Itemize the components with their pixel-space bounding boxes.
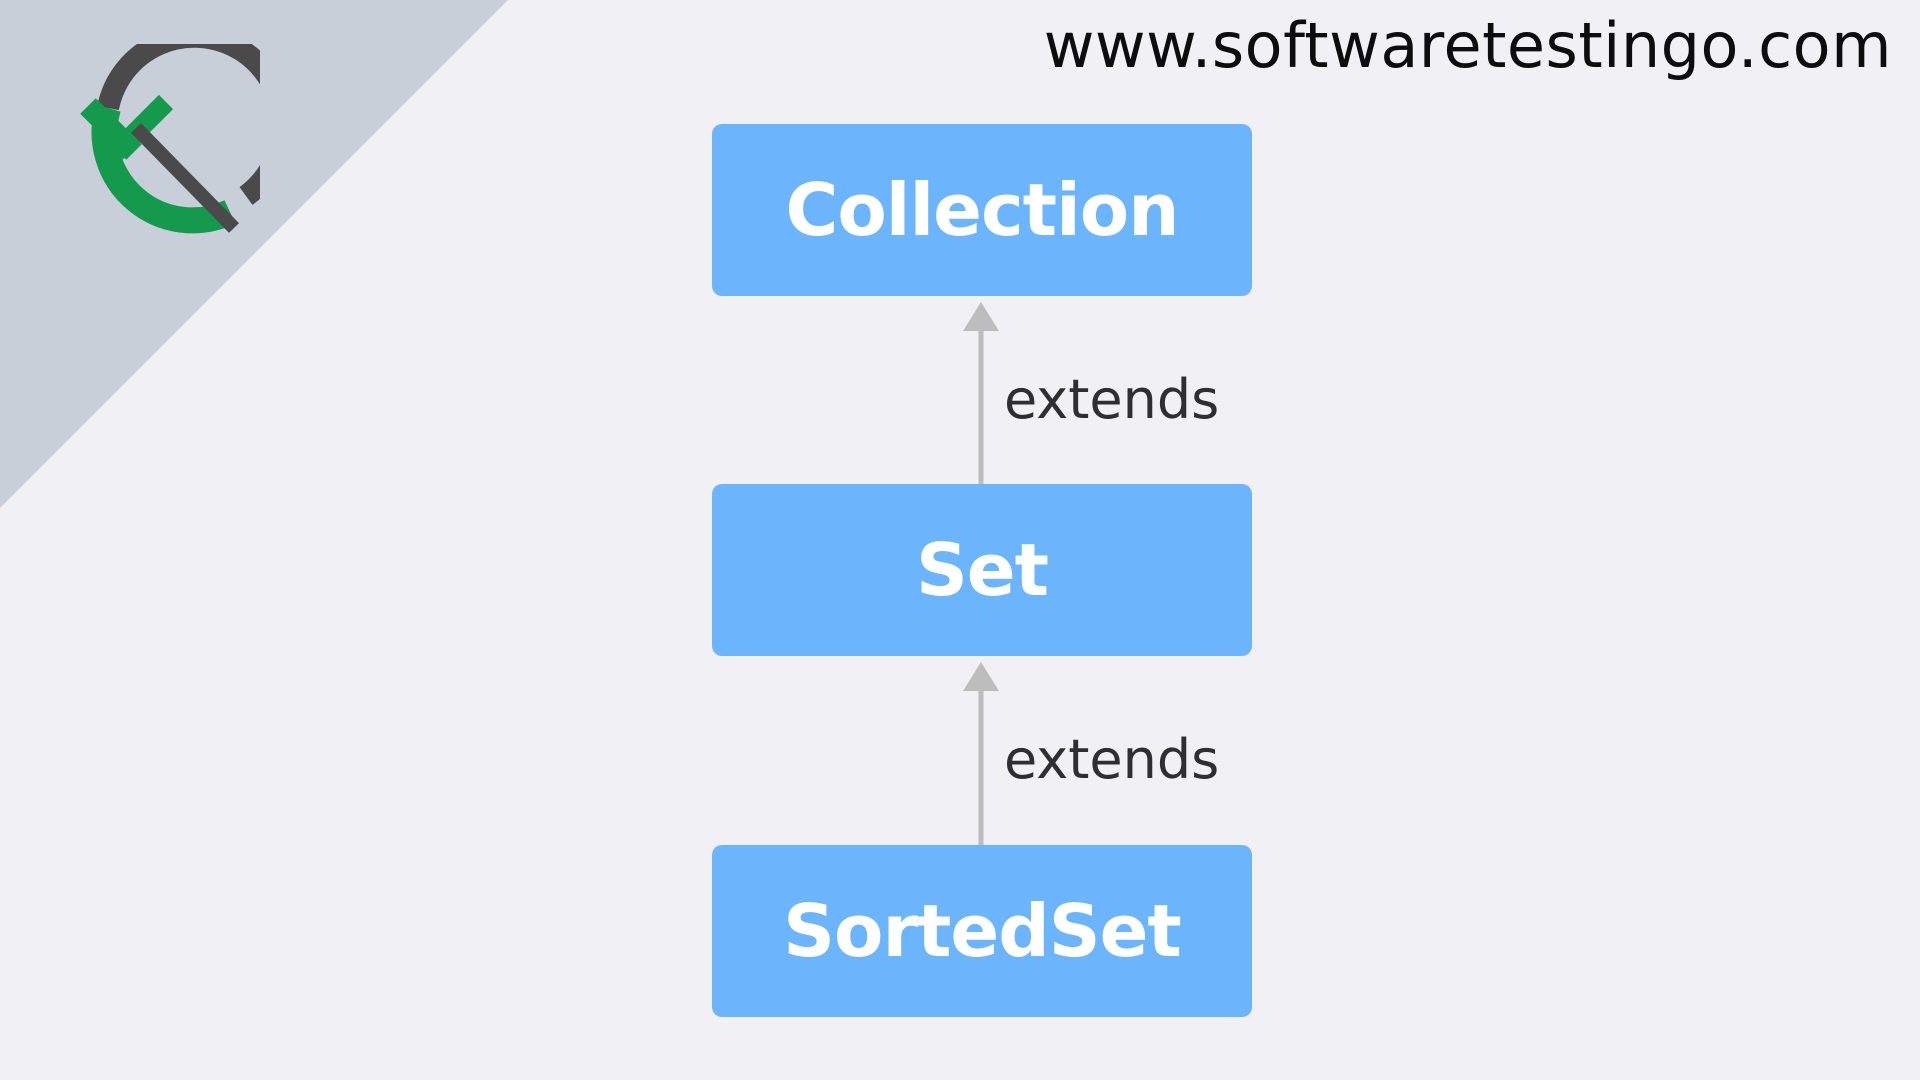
arrow-sortedset-to-set — [963, 662, 999, 845]
edge-label-extends: extends — [1004, 368, 1220, 431]
node-collection: Collection — [712, 124, 1252, 296]
arrow-head — [963, 662, 999, 691]
node-set: Set — [712, 484, 1252, 656]
edge-label-extends: extends — [1004, 728, 1220, 791]
node-sortedset: SortedSet — [712, 845, 1252, 1017]
arrow-head — [963, 302, 999, 331]
logo-gray-bar — [131, 123, 239, 233]
softwaretestingo-logo-icon — [80, 44, 260, 234]
logo-gray-arc — [97, 44, 260, 205]
site-url: www.softwaretestingo.com — [1043, 9, 1892, 82]
arrow-set-to-collection — [963, 302, 999, 484]
